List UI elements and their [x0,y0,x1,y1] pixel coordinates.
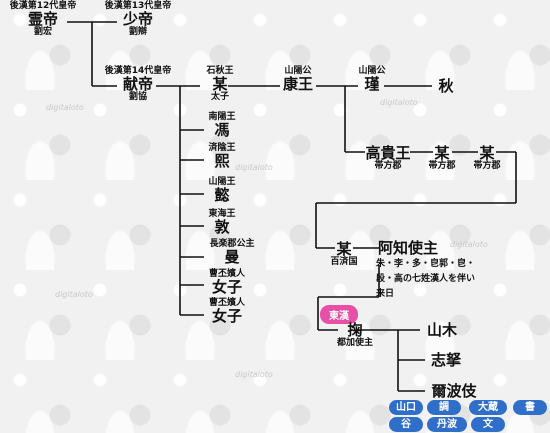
person-title: 石秋王 [206,66,234,76]
person-name: 志拏 [430,351,461,369]
person-name: 敦 [214,218,230,236]
person-name: 山木 [426,321,457,339]
person-name: 某 [212,75,228,93]
clan-button-fumi[interactable]: 文 [471,417,505,432]
person-name: 爾波伎 [431,382,477,400]
person-qiu: 秋 [434,78,458,95]
person-shanmu: 山木 [422,322,462,339]
watermark: digitaloto [235,370,273,379]
person-lingdi: 後漢第12代皇帝 霊帝 劉宏 [8,2,78,37]
person-subtitle: 劉辯 [128,27,147,37]
person-nvzi-2: 曹丕嬪人 女子 [204,299,250,325]
person-name: 熙 [214,152,230,170]
person-name: 霊帝 [27,10,58,28]
person-feng: 南陽王 馮 [202,113,242,139]
person-jiu: 掬 都加使主 [330,322,380,348]
person-title: 後漢第12代皇帝 [9,1,77,11]
watermark: digitaloto [55,290,93,299]
person-subtitle: 太子 [210,92,229,102]
person-name: 曼 [224,248,240,266]
person-name: 女子 [211,278,242,296]
person-title: 後漢第13代皇帝 [104,1,172,11]
person-achi-no-omi: 阿知使主 [378,240,448,257]
person-xiandi: 後漢第14代皇帝 献帝 劉協 [102,67,174,102]
person-dun: 東海王 敦 [202,210,242,236]
person-name: 某 [434,144,450,162]
person-title: 長楽郡公主 [209,239,255,249]
watermark: digitaloto [380,98,418,107]
person-name: 献帝 [122,75,153,93]
person-man: 長楽郡公主 曼 [204,240,260,266]
person-yi: 山陽王 懿 [202,178,242,204]
person-note-line: 朱・李・多・皀郭・皀・ [376,259,476,269]
person-name: 馮 [214,121,230,139]
person-note-line: 来日 [376,289,395,299]
person-title: 南陽王 [208,112,236,122]
person-nvzi-1: 曹丕嬪人 女子 [204,270,250,296]
person-mou-daifang-2: 某 帯方郡 [467,145,507,171]
person-subtitle: 劉協 [128,92,147,102]
person-title: 山陽王 [208,177,236,187]
person-mou-taizi: 石秋王 某 太子 [200,67,240,102]
person-erboji: 爾波伎 [426,383,482,400]
person-xi: 済陰王 熙 [202,144,242,170]
clan-button-yamaguchi[interactable]: 山口 [389,400,423,415]
person-name: 高貴王 [365,144,411,162]
person-subtitle: 帯方郡 [374,161,402,171]
person-mou-baekje: 某 百済国 [324,241,364,267]
person-name: 女子 [211,307,242,325]
person-title: 後漢第14代皇帝 [104,66,172,76]
person-name: 康王 [282,75,313,93]
person-title: 済陰王 [208,143,236,153]
clan-button-fumi-sho[interactable]: 書 [513,400,547,415]
person-subtitle: 百済国 [330,257,358,267]
watermark: digitaloto [450,240,488,249]
person-kangwang: 山陽公 康王 [278,67,318,93]
person-name: 掬 [347,321,363,339]
watermark: digitaloto [235,163,273,172]
person-name: 秋 [438,77,454,95]
person-title: 山陽公 [284,66,312,76]
person-title: 山陽公 [358,66,386,76]
person-subtitle: 帯方郡 [428,161,456,171]
person-shaodi: 後漢第13代皇帝 少帝 劉辯 [102,2,174,37]
clan-button-tanba[interactable]: 丹波 [427,417,467,432]
person-note: 朱・李・多・皀郭・皀・ 段・高の七姓漢人を伴い 来日 [376,257,475,302]
watermark: digitaloto [46,103,84,112]
clan-button-tsuki[interactable]: 調 [427,400,461,415]
person-subtitle: 都加使主 [336,338,373,348]
person-note-line: 段・高の七姓漢人を伴い [376,274,476,284]
person-gaoguiwang: 高貴王 帯方郡 [362,145,414,171]
person-name: 瑾 [364,75,380,93]
donghan-badge[interactable]: 東漢 [320,305,358,324]
person-title: 曹丕嬪人 [208,269,245,279]
person-subtitle: 劉宏 [33,27,52,37]
person-title: 東海王 [208,209,236,219]
person-name: 少帝 [122,10,153,28]
person-name: 懿 [214,186,230,204]
clan-button-okura[interactable]: 大蔵 [469,400,507,415]
person-name: 某 [336,240,352,258]
person-mou-daifang-1: 某 帯方郡 [422,145,462,171]
person-title: 曹丕嬪人 [208,298,245,308]
clan-button-tani[interactable]: 谷 [389,417,423,432]
person-name: 阿知使主 [378,239,439,257]
person-subtitle: 帯方郡 [473,161,501,171]
person-zhiru: 志拏 [426,352,466,369]
person-name: 某 [479,144,495,162]
person-jin: 山陽公 瑾 [352,67,392,93]
